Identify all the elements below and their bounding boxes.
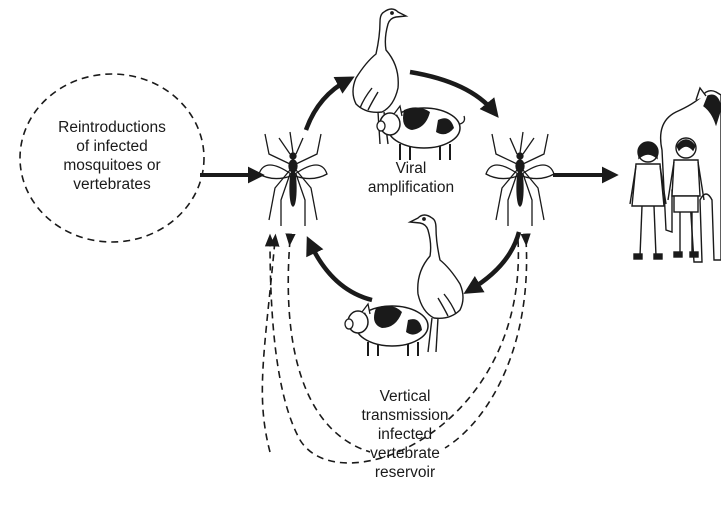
reintroductions-label: Reintroductions of infected mosquitoes o… bbox=[26, 118, 198, 194]
pig-icon bbox=[376, 104, 466, 160]
mosquito-icon bbox=[485, 131, 555, 226]
label-line: Vertical bbox=[379, 388, 431, 405]
arrow-mosquito-right-to-pig-bottom bbox=[463, 231, 522, 294]
viral-amplification-label: Viral amplification bbox=[356, 159, 466, 197]
label-line: transmission bbox=[361, 407, 449, 424]
label-line: infected bbox=[377, 426, 433, 443]
mosquito-icon bbox=[258, 131, 328, 226]
crane-icon bbox=[407, 214, 464, 353]
label-line: Viral bbox=[395, 160, 427, 177]
arrow-pig-bottom-to-mosquito-left bbox=[306, 236, 373, 303]
crane-icon bbox=[352, 8, 409, 145]
dashed-loop-middle bbox=[285, 233, 371, 453]
label-line: reservoir bbox=[374, 464, 436, 481]
dashed-loop-inner bbox=[261, 233, 280, 453]
arrow-bird-top-to-mosquito-right bbox=[409, 69, 499, 118]
label-line: vertebrate bbox=[370, 445, 440, 462]
pig-icon bbox=[344, 302, 429, 356]
human-icon bbox=[667, 137, 705, 258]
dashed-loop-outer bbox=[264, 233, 519, 464]
label-line: of infected bbox=[76, 138, 148, 155]
vertical-transmission-label: Vertical transmission infected vertebrat… bbox=[330, 387, 480, 482]
arrow-mosquito-to-bird-top bbox=[303, 76, 355, 131]
label-line: mosquitoes or bbox=[63, 157, 161, 174]
dashed-loop-right bbox=[444, 233, 531, 449]
reintroductions-ellipse bbox=[19, 73, 205, 243]
label-line: amplification bbox=[367, 179, 455, 196]
human-icon bbox=[629, 141, 667, 260]
label-line: vertebrates bbox=[73, 176, 151, 193]
label-line: Reintroductions bbox=[58, 119, 166, 136]
